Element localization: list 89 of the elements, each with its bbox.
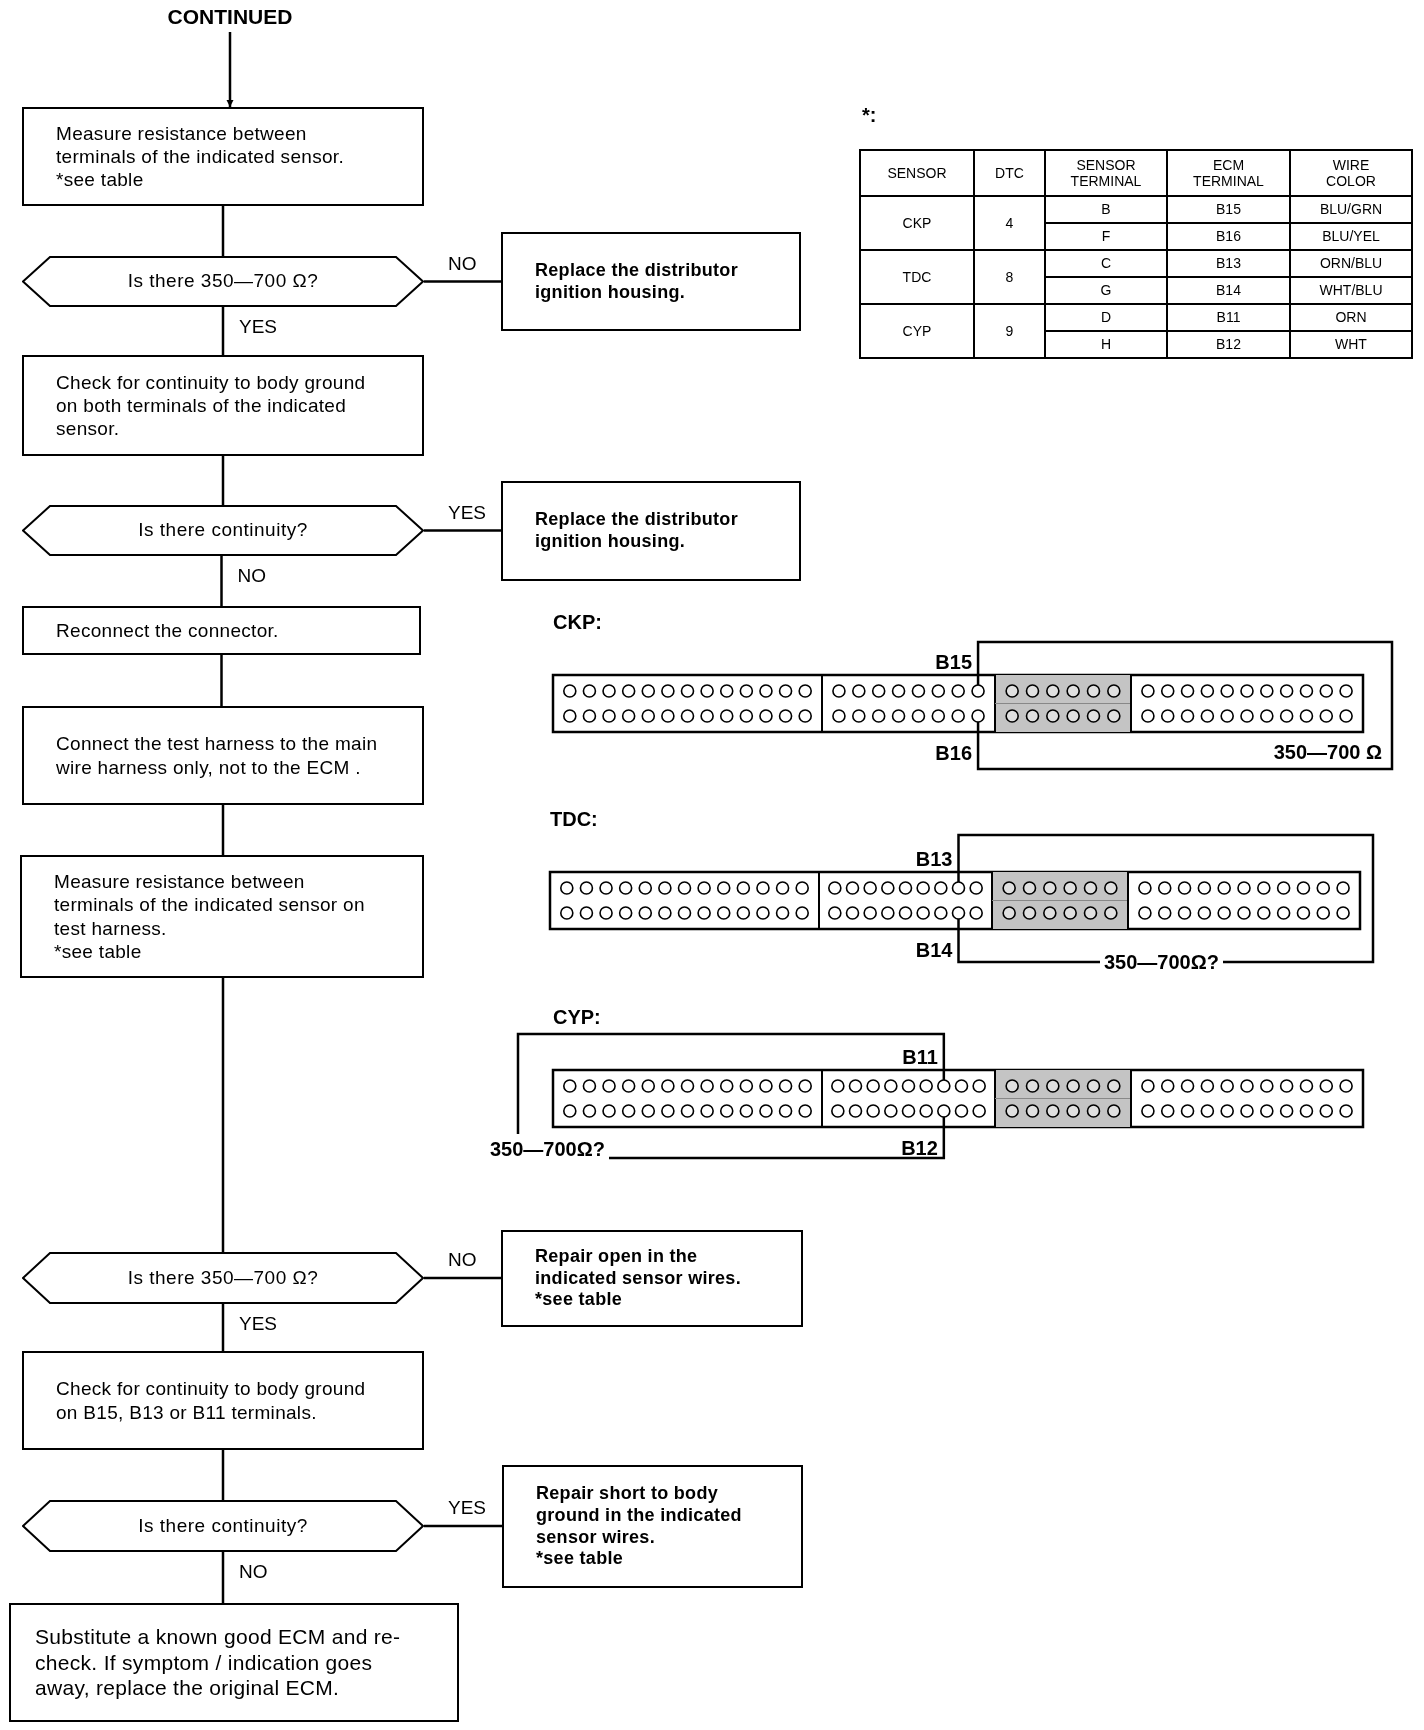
process-box (22, 107, 424, 206)
text-label: B11 (902, 1045, 938, 1070)
process-box (502, 1465, 803, 1588)
table-cell: F (1046, 224, 1166, 249)
box-text: Connect the test harness to the main wire harness only, not to the ECM . (56, 732, 379, 779)
header-cell: SENSOR TERMINAL (1046, 151, 1166, 195)
process-box (22, 606, 421, 655)
table-cell: BLU/YEL (1291, 224, 1411, 249)
question-text: Is there continuity? (138, 1513, 308, 1538)
table-cell: 8 (975, 251, 1044, 303)
header-cell: WIRE COLOR (1291, 151, 1411, 195)
text-label: *: (862, 103, 877, 128)
connector-line (226, 32, 234, 107)
table-cell: 4 (975, 197, 1044, 249)
connector-line (221, 1304, 225, 1351)
text-label: TDC: (550, 807, 598, 832)
note-text: *see table (54, 939, 143, 963)
text-label: B12 (901, 1136, 938, 1161)
box-text: Check for continuity to body ground on B15, B13 or B11 terminals. (56, 1377, 367, 1424)
table-cell: 9 (975, 305, 1044, 357)
table-cell: WHT (1291, 332, 1411, 357)
table-cell: H (1046, 332, 1166, 357)
process-box (501, 232, 801, 331)
connector-line (424, 1276, 501, 1280)
text-label: B16 (935, 741, 973, 766)
table-cell: G (1046, 278, 1166, 303)
table-cell: B (1046, 197, 1166, 222)
box-text: Measure resistance between terminals of the indicated sensor. (56, 121, 345, 169)
table-cell: CYP (861, 305, 973, 357)
text-label: B15 (935, 650, 973, 675)
box-text: Repair open in the indicated sensor wires. (535, 1245, 742, 1290)
heading-text: CONTINUED (150, 2, 310, 32)
text-label: B13 (915, 847, 953, 872)
connector-line (221, 805, 225, 855)
table-cell: B14 (1168, 278, 1289, 303)
text-label: CKP: (553, 610, 602, 635)
decision-diamond (22, 1500, 424, 1552)
table-cell: TDC (861, 251, 973, 303)
process-box (501, 481, 801, 581)
header-cell: ECM TERMINAL (1168, 151, 1289, 195)
box-text: Measure resistance between terminals of the indicated sensor on test harness. (54, 870, 366, 940)
box-text: Replace the distributor ignition housing. (535, 509, 739, 553)
table-cell: ORN/BLU (1291, 251, 1411, 276)
header-cell: DTC (975, 151, 1044, 195)
table-cell: CKP (861, 197, 973, 249)
text-label: B14 (915, 938, 953, 963)
table-cell: B11 (1168, 305, 1289, 330)
connector-line (221, 978, 225, 1252)
connector-line (221, 1552, 225, 1603)
decision-diamond (22, 505, 424, 556)
table-cell: ORN (1291, 305, 1411, 330)
table-cell: C (1046, 251, 1166, 276)
box-text: Reconnect the connector. (56, 618, 280, 643)
table-cell: WHT/BLU (1291, 278, 1411, 303)
table-cell: B15 (1168, 197, 1289, 222)
process-box (9, 1603, 459, 1722)
question-text: Is there 350—700 Ω? (127, 1265, 319, 1290)
decision-diamond (22, 256, 424, 307)
question-text: Is there 350—700 Ω? (127, 269, 319, 294)
box-text: Replace the distributor ignition housing. (535, 259, 739, 304)
process-box (20, 855, 424, 978)
box-text: Substitute a known good ECM and re-check. If symptom / indication goes away, replace the original ECM. (35, 1624, 402, 1701)
box-text: Repair short to body ground in the indicated sensor wires. (536, 1482, 743, 1549)
question-text: Is there continuity? (138, 518, 308, 543)
process-box (501, 1230, 803, 1327)
connector-line (424, 280, 501, 283)
connector-line (221, 1450, 225, 1500)
table-cell: D (1046, 305, 1166, 330)
text-label: CYP: (553, 1005, 601, 1030)
process-box (22, 355, 424, 456)
connector-line (221, 206, 225, 256)
connector-line (424, 529, 501, 532)
connector-line (221, 307, 225, 355)
note-text: *see table (56, 168, 145, 192)
connector-line (221, 456, 225, 505)
table-cell: BLU/GRN (1291, 197, 1411, 222)
table-cell: B13 (1168, 251, 1289, 276)
connector-line (424, 1524, 502, 1528)
table-cell: B12 (1168, 332, 1289, 357)
note-text: *see table (536, 1548, 625, 1571)
box-text: Check for continuity to body ground on both terminals of the indicated sensor. (56, 370, 367, 441)
table-cell: B16 (1168, 224, 1289, 249)
note-text: *see table (535, 1289, 624, 1312)
decision-diamond (22, 1252, 424, 1304)
connector-line (220, 556, 223, 606)
process-box (22, 1351, 424, 1450)
process-box (22, 706, 424, 805)
header-cell: SENSOR (861, 151, 973, 195)
connector-line (220, 655, 223, 706)
